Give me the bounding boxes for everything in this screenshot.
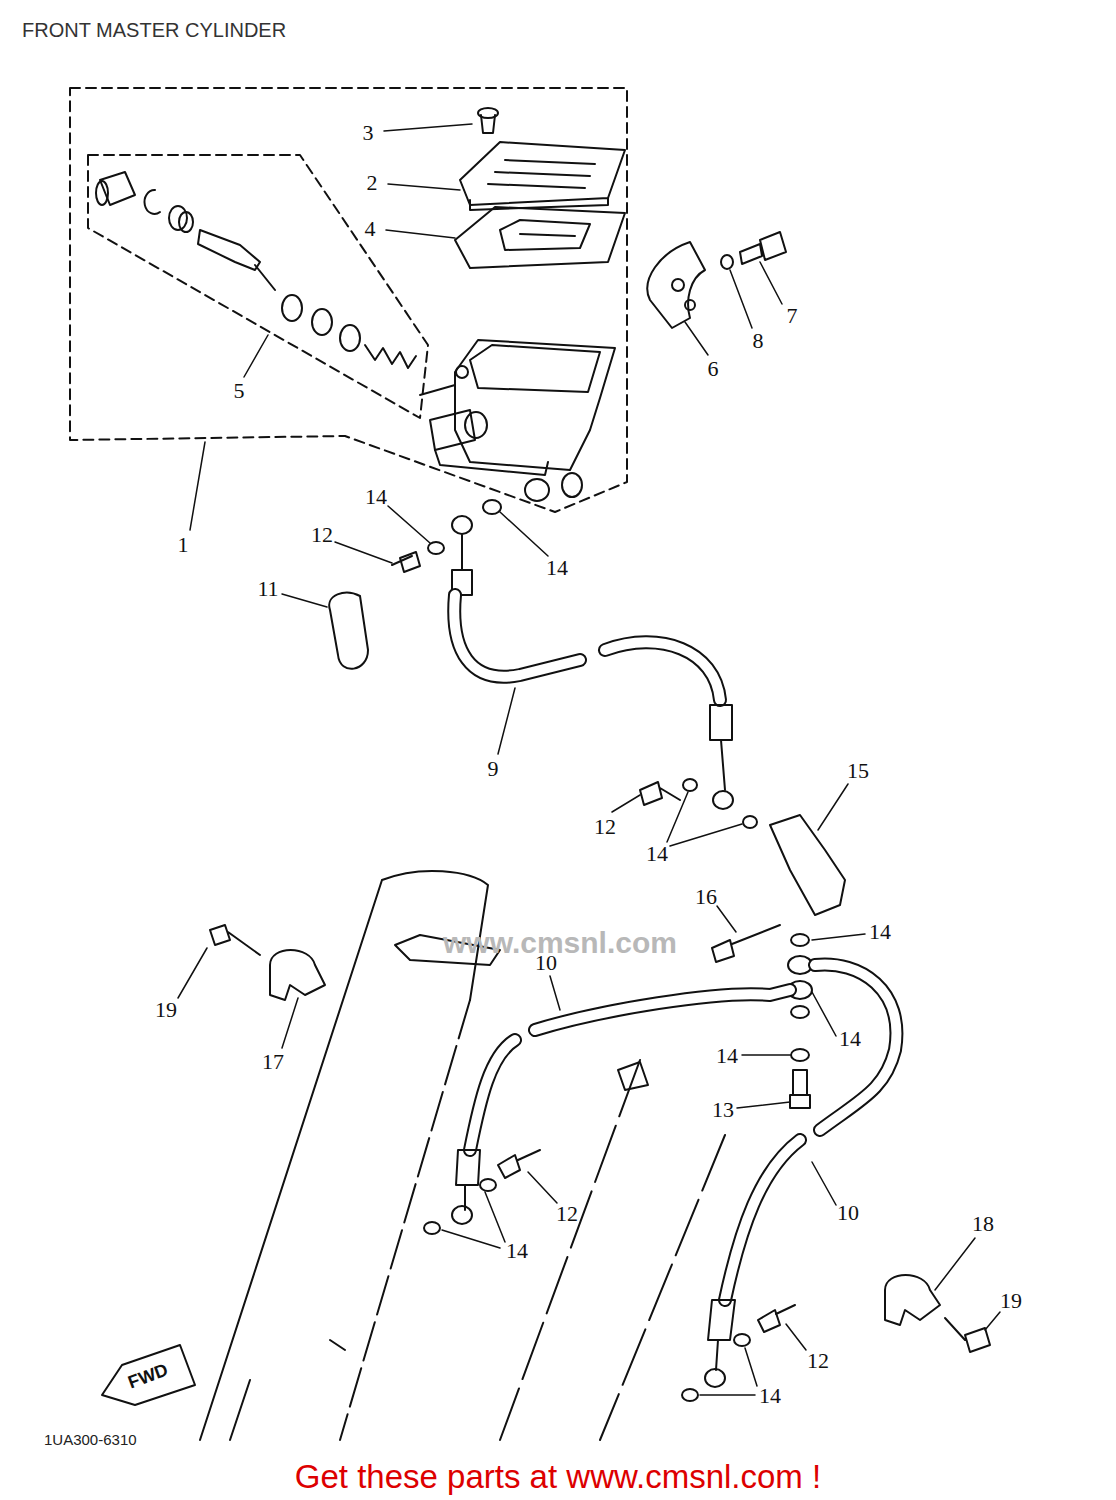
- brake-hose: [452, 535, 733, 809]
- brake-hose: [452, 964, 896, 1387]
- callout-number: 19: [155, 999, 177, 1021]
- callout-number: 14: [759, 1385, 781, 1407]
- holder: [647, 242, 705, 328]
- bolt: [392, 552, 420, 572]
- washer: [734, 1334, 750, 1346]
- direction-label: FWD: [126, 1361, 171, 1392]
- callout-number: 12: [556, 1203, 578, 1225]
- fork-tube: [200, 871, 725, 1440]
- watermark: www.cmsnl.com: [443, 928, 677, 958]
- callout-number: 16: [695, 886, 717, 908]
- callout-number: 14: [646, 843, 668, 865]
- washer: [424, 1222, 440, 1234]
- callout-number: 2: [367, 172, 378, 194]
- callout-number: 3: [363, 122, 374, 144]
- clamp: [270, 950, 325, 1000]
- callout-number: 4: [365, 218, 376, 240]
- callout-number: 14: [506, 1240, 528, 1262]
- bolt: [740, 232, 786, 264]
- drawing-number: 1UA300-6310: [44, 1432, 137, 1447]
- caption-link: Get these parts at www.cmsnl.com !: [295, 1460, 821, 1493]
- washer: [721, 255, 733, 269]
- joint: [770, 815, 845, 915]
- callout-number: 19: [1000, 1290, 1022, 1312]
- screw: [478, 108, 498, 133]
- callout-number: 14: [869, 921, 891, 943]
- washer: [791, 934, 809, 946]
- washer: [791, 1006, 809, 1018]
- callout-number: 11: [257, 578, 278, 600]
- banjo: [452, 516, 472, 534]
- bolt: [210, 925, 260, 955]
- cover: [329, 593, 368, 669]
- diaphragm-inner: [500, 220, 590, 250]
- reservoir-cap: [460, 142, 625, 210]
- callout-number: 5: [234, 380, 245, 402]
- callout-number: 7: [787, 305, 798, 327]
- callout-number: 13: [712, 1099, 734, 1121]
- washer: [791, 1049, 809, 1061]
- piston-kit: [96, 172, 416, 368]
- clamp: [885, 1275, 940, 1325]
- washer: [483, 500, 501, 514]
- callout-number: 9: [488, 758, 499, 780]
- diaphragm: [455, 207, 625, 268]
- callout-number: 15: [847, 760, 869, 782]
- callout-number: 18: [972, 1213, 994, 1235]
- callout-number: 8: [753, 330, 764, 352]
- callout-number: 12: [311, 524, 333, 546]
- leader-lines: [178, 124, 1000, 1395]
- bolt: [640, 782, 680, 805]
- callout-number: 14: [839, 1028, 861, 1050]
- bolt: [712, 925, 780, 962]
- bolt: [945, 1318, 990, 1352]
- callout-number: 17: [262, 1051, 284, 1073]
- diagram-title: FRONT MASTER CYLINDER: [22, 20, 286, 40]
- master-cylinder-body: [420, 340, 615, 501]
- washer: [743, 816, 757, 828]
- callout-number: 14: [546, 557, 568, 579]
- fwd-arrow: [102, 1345, 195, 1405]
- kit-outline: [88, 155, 428, 418]
- cap-ribs: [488, 160, 595, 188]
- banjo-bolt: [790, 1070, 810, 1108]
- callout-number: 12: [594, 816, 616, 838]
- callout-number: 10: [837, 1202, 859, 1224]
- callout-number: 12: [807, 1350, 829, 1372]
- washer: [683, 779, 697, 791]
- assembly-outline: [70, 88, 627, 512]
- bolt: [498, 1150, 540, 1178]
- callout-number: 1: [178, 534, 189, 556]
- washer: [480, 1179, 496, 1191]
- washer: [428, 542, 444, 554]
- callout-number: 14: [716, 1045, 738, 1067]
- callout-number: 14: [365, 486, 387, 508]
- washer: [682, 1389, 698, 1401]
- callout-number: 6: [708, 358, 719, 380]
